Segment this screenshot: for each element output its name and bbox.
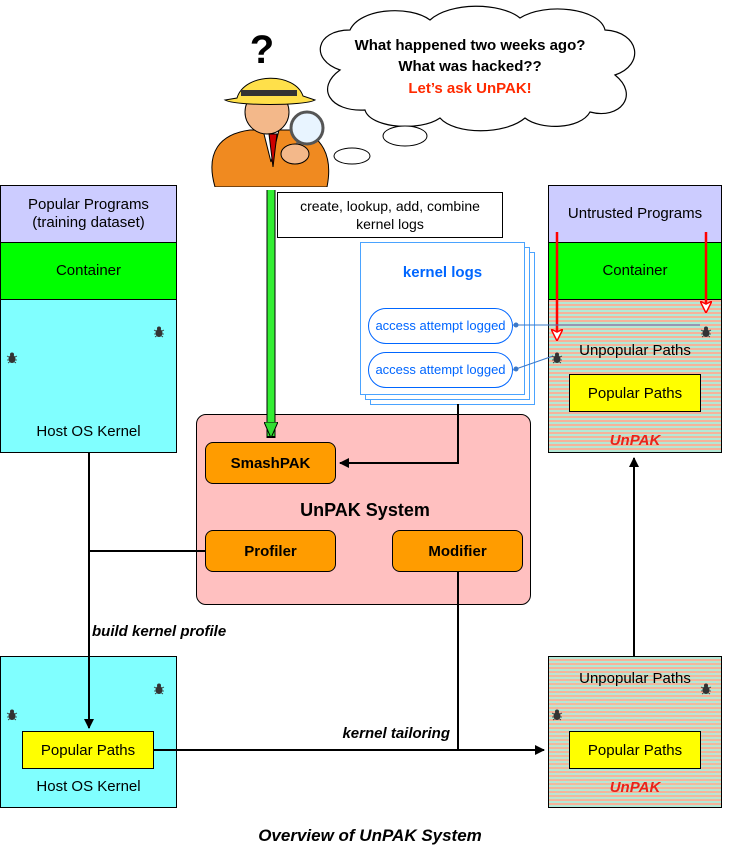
kernel-tailoring-label: kernel tailoring	[342, 725, 450, 742]
right-bottom-unpak-label: UnPAK	[609, 779, 661, 796]
left-bottom-kernel-label: Host OS Kernel	[36, 778, 141, 795]
bug-icon	[700, 683, 712, 695]
command-note: create, lookup, add, combine kernel logs	[277, 192, 503, 238]
right-bottom-unpopular-label: Unpopular Paths	[579, 670, 691, 687]
kernel-logs-title: kernel logs	[402, 264, 483, 281]
question-mark: ?	[249, 28, 275, 72]
detective-icon	[211, 77, 330, 187]
thought-line-3: Let’s ask UnPAK!	[408, 80, 532, 97]
figure-caption: Overview of UnPAK System	[258, 826, 482, 845]
log-entry: access attempt logged	[368, 308, 513, 344]
bug-icon	[153, 326, 165, 338]
unpak-label: UnPAK	[609, 432, 661, 449]
thought-cloud	[319, 5, 636, 165]
log-entry: access attempt logged	[368, 352, 513, 388]
left-popular-paths-box: Popular Paths	[22, 731, 154, 769]
unpak-system-title: UnPAK System	[300, 500, 430, 520]
thought-line-1: What happened two weeks ago?	[354, 37, 586, 54]
bug-icon	[153, 683, 165, 695]
left-host-kernel-label: Host OS Kernel	[36, 423, 141, 440]
untrusted-programs-box: Untrusted Programs	[548, 185, 722, 243]
build-profile-label: build kernel profile	[92, 623, 227, 640]
bug-icon	[6, 352, 18, 364]
profiler-node: Profiler	[205, 530, 336, 572]
popular-paths-box: Popular Paths	[569, 374, 701, 412]
thought-line-2: What was hacked??	[398, 58, 542, 75]
unpopular-paths-label: Unpopular Paths	[579, 342, 691, 359]
right-bottom-popular-paths-box: Popular Paths	[569, 731, 701, 769]
bug-icon	[700, 326, 712, 338]
left-container-box: Container	[0, 242, 177, 300]
left-host-kernel-box	[0, 299, 177, 453]
smashpak-node: SmashPAK	[205, 442, 336, 484]
modifier-node: Modifier	[392, 530, 523, 572]
right-container-box: Container	[548, 242, 722, 300]
bug-icon	[551, 709, 563, 721]
bug-icon	[6, 709, 18, 721]
bug-icon	[551, 352, 563, 364]
